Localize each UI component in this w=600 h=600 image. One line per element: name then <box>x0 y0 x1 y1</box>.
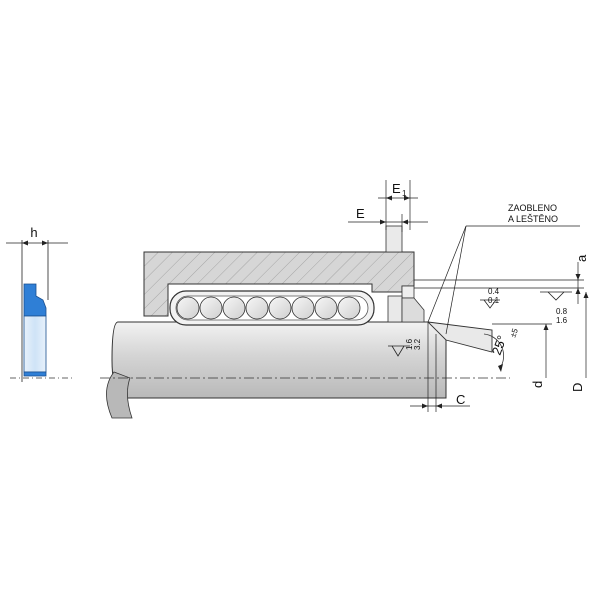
roughness-b-top: 0.8 <box>556 307 568 316</box>
roughness-symbol-shaft: 1.6 3.2 <box>388 338 422 357</box>
a-dimension: a <box>414 254 589 304</box>
groove-flange <box>385 225 403 253</box>
roller-ring <box>199 296 223 320</box>
roller-ring <box>245 296 269 320</box>
installed-seal <box>387 295 425 323</box>
a-label: a <box>574 254 589 262</box>
roughness-a-top: 0.4 <box>488 287 500 296</box>
D-dimension: D <box>570 292 589 392</box>
seal-body <box>23 315 47 373</box>
e-dimensions: E 1 E <box>348 180 428 232</box>
angle-tolerance-label: ±5 <box>508 327 520 339</box>
roller-ring <box>268 296 292 320</box>
e1-subscript: 1 <box>402 189 407 198</box>
roughness-a-bottom: 0.1 <box>488 296 500 305</box>
roughness-c-top: 1.6 <box>405 338 414 350</box>
roller-ring <box>176 296 200 320</box>
roughness-b-bottom: 1.6 <box>556 316 568 325</box>
roughness-c-bottom: 3.2 <box>413 338 422 350</box>
c-dimension: C <box>410 322 470 412</box>
seal-profile: h <box>6 225 72 382</box>
roller-ring <box>337 296 361 320</box>
angle-label: 25° <box>489 333 510 357</box>
e-label: E <box>356 206 365 221</box>
shaft <box>100 321 510 419</box>
roller-ring <box>314 296 338 320</box>
D-label: D <box>570 383 585 392</box>
seal-lip <box>23 283 47 317</box>
c-label: C <box>456 392 465 407</box>
roller-rings <box>176 296 361 320</box>
d-label: d <box>530 381 545 388</box>
note-line-2: A LEŠTĚNO <box>508 214 558 224</box>
roughness-symbol-right: 0.8 1.6 <box>540 291 572 325</box>
h-label: h <box>30 225 37 240</box>
shaft-break <box>106 371 133 419</box>
roughness-symbol-top: 0.4 0.1 <box>480 287 500 309</box>
e1-label: E <box>392 181 401 196</box>
roller-ring <box>222 296 246 320</box>
note-line-1: ZAOBLENO <box>508 203 557 213</box>
roller-ring <box>291 296 315 320</box>
chamfer-lead-in: 25° ±5 <box>426 321 520 372</box>
d-dimension: d <box>492 323 552 388</box>
